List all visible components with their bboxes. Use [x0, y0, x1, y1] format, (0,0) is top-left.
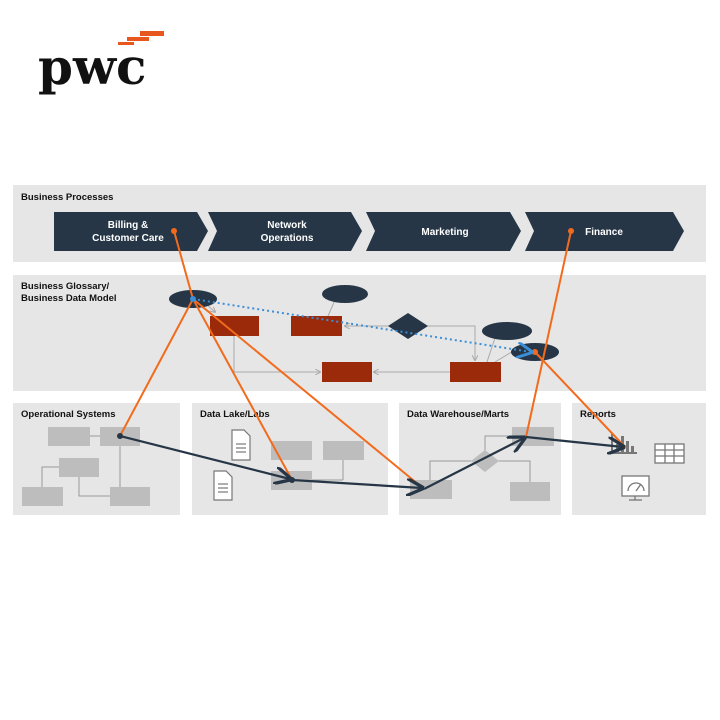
operational-systems-title: Operational Systems	[21, 409, 116, 420]
entity-box[interactable]	[210, 316, 259, 336]
entity-box[interactable]	[322, 362, 372, 382]
svg-text:Finance: Finance	[585, 227, 623, 238]
reports-title: Reports	[580, 409, 616, 420]
operational-system-blocks	[22, 427, 150, 506]
entity-ellipse[interactable]	[482, 322, 532, 340]
entity-box[interactable]	[291, 316, 342, 336]
data-lake-title: Data Lake/Labs	[200, 409, 270, 420]
model-connectors	[204, 299, 516, 372]
entity-box[interactable]	[450, 362, 501, 382]
logo-text: pwc	[38, 37, 146, 96]
lineage-node[interactable]	[532, 349, 538, 355]
table-icon[interactable]	[654, 443, 685, 464]
process-step-billing[interactable]: Billing & Customer Care	[54, 212, 208, 251]
document-icon	[231, 429, 251, 461]
relationship-diamond[interactable]	[388, 313, 428, 339]
flow-node[interactable]	[289, 477, 295, 483]
glossary-title-2: Business Data Model	[21, 293, 117, 304]
dashboard-gauge-icon[interactable]	[621, 475, 650, 501]
data-flow-lines	[119, 434, 623, 489]
lineage-node[interactable]	[568, 228, 574, 234]
entity-ellipse[interactable]	[322, 285, 368, 303]
lineage-node[interactable]	[190, 296, 196, 302]
svg-text:Billing &: Billing &	[108, 220, 149, 231]
glossary-title-1: Business Glossary/	[21, 281, 110, 292]
process-step-finance[interactable]: Finance	[525, 212, 684, 251]
document-icon	[213, 470, 233, 501]
lineage-node[interactable]	[171, 228, 177, 234]
process-step-network[interactable]: Network Operations	[208, 212, 362, 251]
flow-node[interactable]	[117, 433, 123, 439]
svg-text:Operations: Operations	[261, 233, 314, 244]
svg-text:Customer Care: Customer Care	[92, 233, 164, 244]
business-lineage-lines	[119, 230, 627, 490]
business-processes-title: Business Processes	[21, 192, 113, 203]
process-step-marketing[interactable]: Marketing	[366, 212, 521, 251]
data-warehouse-title: Data Warehouse/Marts	[407, 409, 509, 420]
svg-text:Marketing: Marketing	[421, 227, 468, 238]
svg-text:Network: Network	[267, 220, 307, 231]
pwc-logo: pwc	[38, 31, 164, 96]
term-mapping-line	[192, 298, 531, 352]
